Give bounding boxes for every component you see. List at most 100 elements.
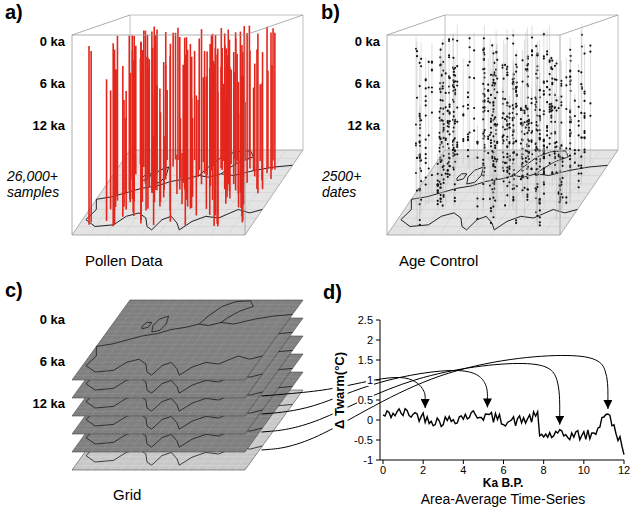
time-label: 6 ka [39, 355, 66, 370]
date-dot [492, 104, 494, 106]
date-dot [419, 127, 421, 129]
date-dot [442, 108, 444, 110]
date-dot [583, 149, 585, 151]
date-dot [473, 49, 475, 51]
date-dot [527, 138, 529, 140]
pollen-record-bar [117, 36, 119, 201]
map-coastline [401, 199, 578, 230]
date-dot [447, 143, 449, 145]
date-dot [420, 119, 422, 121]
date-dot [456, 141, 458, 143]
date-dot [583, 92, 585, 94]
date-dot [526, 120, 528, 122]
date-dot [453, 74, 455, 76]
date-dot [440, 49, 442, 51]
date-dot [492, 79, 494, 81]
date-dot [440, 194, 442, 196]
date-dot [456, 144, 458, 146]
date-dot [476, 205, 478, 207]
date-dot [439, 88, 441, 90]
date-dot [535, 73, 537, 75]
core-line [493, 50, 494, 218]
date-dot [539, 224, 541, 226]
date-dot [578, 134, 580, 136]
date-dot [467, 139, 469, 141]
date-dot [560, 80, 562, 82]
date-dot [487, 90, 489, 92]
pollen-record-bar [159, 88, 161, 206]
date-dot [454, 200, 456, 202]
date-dot [496, 59, 498, 61]
date-dot [506, 124, 508, 126]
date-dot [416, 55, 418, 57]
date-dot [569, 111, 571, 113]
date-dot [453, 86, 455, 88]
date-dot [580, 167, 582, 169]
date-dot [583, 52, 585, 54]
core-line [463, 58, 464, 164]
date-dot [456, 146, 458, 148]
date-dot [583, 100, 585, 102]
date-dot [456, 153, 458, 155]
date-dot [506, 139, 508, 141]
date-dot [419, 62, 421, 64]
date-dot [487, 84, 489, 86]
grid-line [187, 300, 245, 380]
date-dot [487, 89, 489, 91]
core-line [495, 81, 496, 221]
grid-layer-stack [72, 300, 303, 470]
date-dot [515, 71, 517, 73]
tick-mark [376, 340, 380, 341]
date-dot [487, 152, 489, 154]
date-dot [506, 146, 508, 148]
date-dot [419, 140, 421, 142]
date-dot [554, 153, 556, 155]
date-dot [453, 81, 455, 83]
date-dot [560, 95, 562, 97]
date-dot [560, 83, 562, 85]
date-dot [515, 219, 517, 221]
date-dot [492, 197, 494, 199]
date-dot [431, 62, 433, 64]
date-dot [530, 139, 532, 141]
date-dot [431, 91, 433, 93]
date-dot [506, 37, 508, 39]
date-dot [454, 123, 456, 125]
core-line [551, 56, 552, 170]
grid-line [178, 300, 236, 380]
tick-mark [376, 460, 380, 461]
date-dot [546, 53, 548, 55]
date-dot [515, 86, 517, 88]
date-dot [452, 38, 454, 40]
date-dot [428, 61, 430, 63]
date-dot [490, 127, 492, 129]
core-line [483, 40, 484, 213]
pollen-record-bar [177, 28, 179, 160]
date-dot [425, 162, 427, 164]
date-dot [580, 164, 582, 166]
date-dot [442, 82, 444, 84]
date-dot [506, 176, 508, 178]
date-dot [437, 185, 439, 187]
date-dot [531, 50, 533, 52]
tick-label: 1 [366, 374, 374, 387]
date-dot [512, 43, 514, 45]
date-dot [420, 159, 422, 161]
date-dot [546, 130, 548, 132]
date-dot [467, 155, 469, 157]
date-dot [536, 54, 538, 56]
date-dot [543, 171, 545, 173]
time-label: 12 ka [31, 397, 66, 412]
pollen-record-bar [190, 44, 192, 209]
pollen-record-bar [112, 43, 114, 226]
cube-edge [560, 15, 618, 35]
grid-line [216, 300, 274, 380]
date-dot [448, 157, 450, 159]
pollen-record-bar [254, 64, 256, 177]
pollen-record-bar [185, 103, 187, 225]
date-dot [482, 118, 484, 120]
date-dot [447, 125, 449, 127]
date-dot [530, 168, 532, 170]
date-dot [589, 51, 591, 53]
date-dot [508, 142, 510, 144]
